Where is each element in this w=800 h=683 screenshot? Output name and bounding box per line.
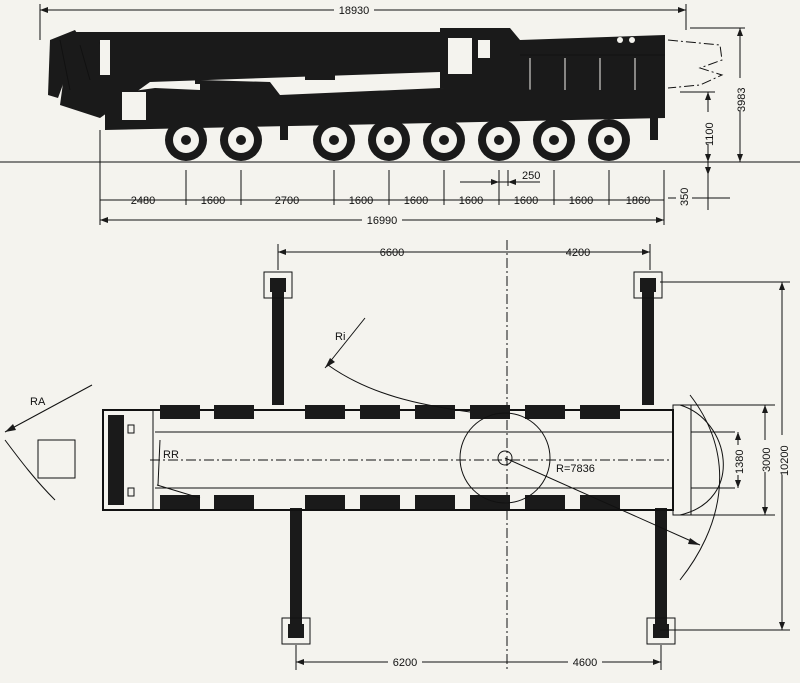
dim-overall-length: 18930 (39, 3, 687, 40)
wheel (588, 119, 630, 161)
spacing-label: 1600 (201, 195, 225, 207)
outrigger-jack (650, 110, 658, 140)
driver-cab-window (122, 92, 146, 120)
outrigger-jack (280, 115, 288, 140)
wheel (368, 119, 410, 161)
outrigger-bottom-right-label: 4600 (573, 657, 597, 669)
height-top-label: 3983 (736, 88, 748, 112)
spacing-label: 1600 (569, 195, 593, 207)
height-mid-label: 1100 (704, 122, 716, 146)
spacing-label: 1600 (404, 195, 428, 207)
dim-axle-spacing: 2480 1600 2700 1600 1600 1600 1600 1600 … (99, 130, 665, 227)
outrigger-top-right-label: 4200 (566, 247, 590, 259)
dim-outrigger-bottom: 6200 4600 (295, 645, 662, 670)
outrigger-bottom-left-label: 6200 (393, 657, 417, 669)
spacing-label: 2700 (275, 195, 299, 207)
superstructure (440, 28, 724, 95)
crane-cab-window (448, 38, 472, 74)
width-inner-label: 1380 (734, 450, 746, 474)
radius-r: RR (156, 439, 201, 499)
radius-slew-label: R=7836 (556, 463, 595, 475)
overall-length-label: 18930 (339, 5, 370, 17)
offset-label: 250 (522, 170, 540, 182)
spacing-front-label: 2480 (131, 195, 155, 207)
carrier-chassis (105, 70, 665, 130)
wheel (165, 119, 207, 161)
radius-a-label: RA (30, 396, 46, 408)
wheel (533, 119, 575, 161)
dim-width: 10200 3000 1380 (660, 281, 791, 631)
wheel (313, 119, 355, 161)
outrigger-top-left-label: 6600 (380, 247, 404, 259)
chassis-length-label: 16990 (367, 215, 398, 227)
wheels (165, 119, 630, 161)
spacing-rear-label: 1860 (626, 195, 650, 207)
slew-ring: R=7836 (459, 394, 721, 581)
wheel (220, 119, 262, 161)
tires-top (160, 405, 620, 509)
radius-a: RA (4, 384, 93, 501)
spacing-label: 1600 (514, 195, 538, 207)
outriggers (263, 271, 676, 645)
side-view: 18930 (0, 3, 800, 227)
radius-inner-label: Ri (335, 331, 345, 343)
clearance-label: 350 (679, 188, 691, 206)
top-view: 6600 4200 (4, 240, 791, 670)
dim-outrigger-top: 6600 4200 (277, 244, 651, 270)
width-outrigger-label: 10200 (779, 445, 791, 476)
spacing-label: 1600 (459, 195, 483, 207)
radius-r-label: RR (163, 449, 179, 461)
width-body-label: 3000 (761, 448, 773, 472)
crane-boom (48, 30, 440, 118)
dim-height: 3983 1100 350 (668, 27, 748, 210)
spacing-label: 1600 (349, 195, 373, 207)
wheel (423, 119, 465, 161)
radius-inner: Ri (324, 317, 471, 413)
wheel (478, 119, 520, 161)
